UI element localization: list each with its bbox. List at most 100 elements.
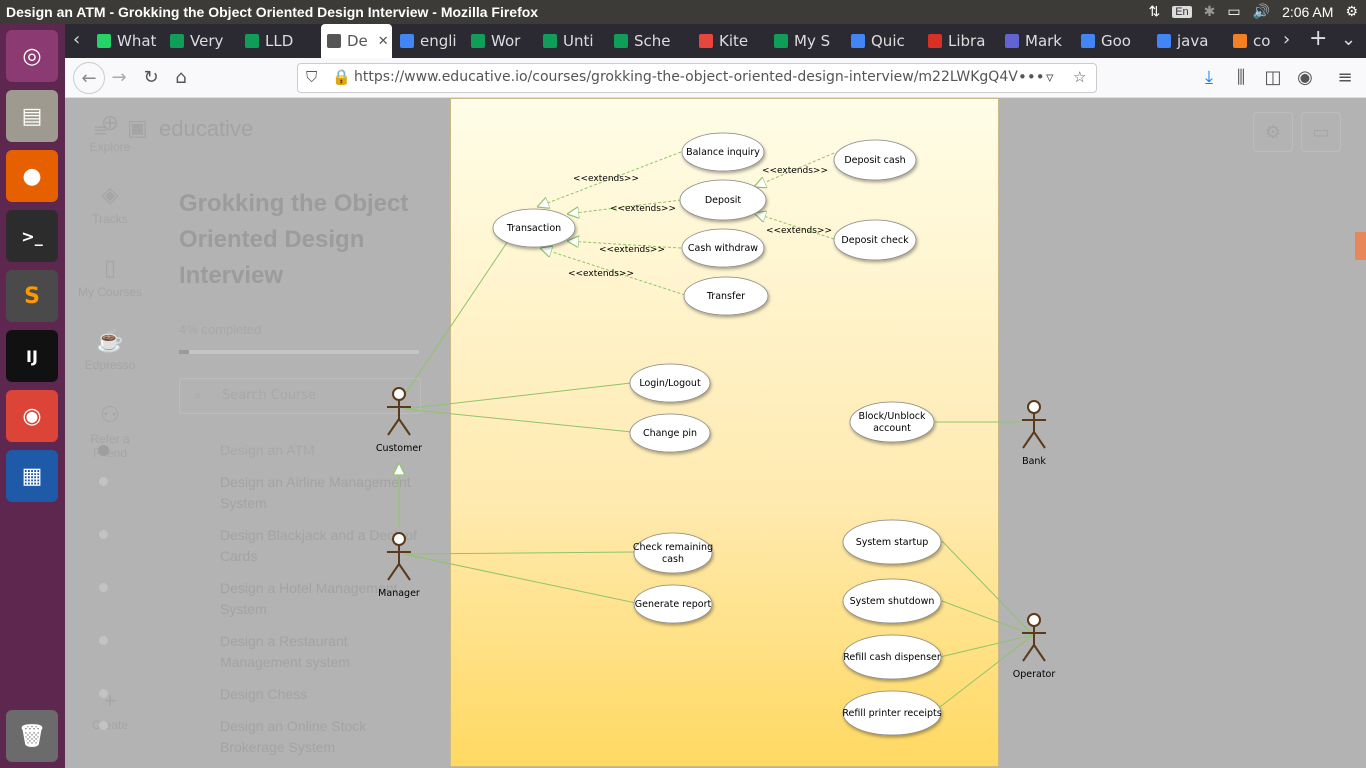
url-bar[interactable]: ⛉ 🔒 https://www.educative.io/courses/gro… (297, 63, 1097, 93)
browser-tab[interactable]: Quic (849, 28, 920, 54)
lesson-link[interactable]: Design Chess (220, 686, 308, 702)
browser-tab[interactable]: co (1231, 28, 1270, 54)
browser-tab[interactable]: Libra (926, 28, 997, 54)
nav-edpresso[interactable]: ☕Edpresso (65, 328, 155, 372)
file-manager-icon[interactable]: ▤ (6, 90, 58, 142)
volume-icon[interactable]: 🔊 (1252, 3, 1271, 19)
nav-refer-a-friend[interactable]: ⚇Refer a Friend (65, 402, 155, 460)
cash-withdraw-label: Cash withdraw (688, 243, 758, 254)
power-gear-icon[interactable]: ⚙ (1345, 3, 1358, 19)
actor-figures (387, 387, 1046, 662)
educative-icon (327, 34, 341, 48)
feedback-tab[interactable] (1355, 232, 1366, 260)
bookmark-star-icon[interactable]: ☆ (1073, 68, 1087, 86)
lesson-link[interactable]: Design an Airline Management System (220, 474, 411, 511)
login-logout-use-case (629, 363, 711, 403)
firefox-icon[interactable]: ● (6, 150, 58, 202)
manager-check-cash-association (403, 551, 635, 555)
menu-icon[interactable]: ≡ (1337, 66, 1353, 88)
close-tab-icon[interactable]: ✕ (377, 33, 389, 49)
browser-tab[interactable]: Mark (1003, 28, 1073, 54)
sidebar-toggle-icon[interactable]: ◫ (1264, 66, 1282, 88)
browser-tab[interactable]: Unti (541, 28, 606, 54)
browser-tab[interactable]: engli (398, 28, 463, 54)
brand-name[interactable]: educative (159, 116, 254, 141)
block-unblock-use-case (849, 401, 935, 443)
nav-my-courses[interactable]: ▯My Courses (65, 255, 155, 299)
page-actions-icon[interactable]: ••• (1018, 68, 1045, 86)
sheets-icon (471, 34, 485, 48)
library-icon[interactable]: ⫼ (1236, 66, 1246, 88)
lesson-link[interactable]: Design an Online Stock Brokerage System (220, 718, 367, 755)
back-button[interactable]: ← (73, 62, 105, 94)
customer-label: Customer (376, 443, 422, 454)
balance-extends-line (537, 151, 682, 207)
tab-list-icon[interactable]: ⌄ (1341, 29, 1357, 50)
trash-icon[interactable]: 🗑 (6, 710, 58, 762)
generate-report-label: Generate report (635, 599, 712, 610)
system-top-bar: Design an ATM - Grokking the Object Orie… (0, 0, 1366, 24)
browser-tab[interactable]: Goo (1079, 28, 1149, 54)
clock[interactable]: 2:06 AM (1282, 3, 1334, 20)
nav-tracks[interactable]: ◈Tracks (65, 182, 155, 226)
coffee-icon: ☕ (96, 328, 124, 353)
downloads-icon[interactable]: ⤓ (1205, 66, 1213, 88)
browser-tab[interactable]: De ✕ (321, 24, 392, 58)
lesson-link[interactable]: Design a Hotel Management System (220, 580, 398, 617)
reload-button[interactable]: ↻ (143, 66, 159, 88)
battery-icon[interactable]: ▭ (1227, 3, 1241, 19)
block-unblock-label-line2: account (873, 423, 911, 434)
tab-label: My S (794, 32, 831, 50)
tab-scroll-right-icon[interactable]: › (1283, 29, 1291, 50)
tab-label: Goo (1101, 32, 1131, 50)
browser-tab[interactable]: Kite (697, 28, 766, 54)
pocket-icon[interactable]: ▿ (1046, 68, 1054, 86)
bluetooth-icon[interactable]: ✱ (1203, 3, 1216, 19)
sheets-icon (543, 34, 557, 48)
network-transfer-icon[interactable]: ⇅ (1148, 3, 1161, 19)
settings-gear-icon[interactable]: ⚙ (1253, 112, 1293, 152)
browser-tab[interactable]: LLD (243, 28, 315, 54)
browser-tab[interactable]: What (95, 28, 162, 54)
block-unblock-label-line1: Block/Unblock (858, 411, 926, 422)
new-tab-icon[interactable]: + (1309, 26, 1328, 51)
intellij-icon[interactable]: IJ (6, 330, 58, 382)
tab-label: Sche (634, 32, 671, 50)
use-case-diagram: <<extends>> <<extends>> <<extends>> <<ex… (376, 98, 1055, 767)
url-text[interactable]: https://www.educative.io/courses/grokkin… (354, 69, 1018, 85)
browser-tab[interactable]: My S (772, 28, 843, 54)
hamburger-menu-icon[interactable]: ≡ (93, 120, 109, 141)
deposit-check-label: Deposit check (841, 235, 909, 246)
terminal-icon[interactable]: >_ (6, 210, 58, 262)
keyboard-layout-indicator[interactable]: En (1172, 5, 1192, 18)
lesson-link[interactable]: Design Blackjack and a Deck of Cards (220, 527, 417, 564)
deposit-label: Deposit (705, 195, 742, 206)
nav-explore[interactable]: ⊕Explore (65, 110, 155, 154)
tracking-shield-icon[interactable]: ⛉ (306, 68, 318, 86)
customer-login-association (403, 382, 632, 410)
browser-tab[interactable]: java (1155, 28, 1225, 54)
ubuntu-logo-icon[interactable]: ◎ (6, 30, 58, 82)
tab-scroll-left-icon[interactable]: ‹ (73, 29, 81, 50)
educative-logo-icon[interactable]: ▣ (127, 116, 148, 141)
browser-tab[interactable]: Wor (469, 28, 535, 54)
tab-label: De (347, 32, 368, 50)
chrome-icon[interactable]: ◉ (6, 390, 58, 442)
browser-tab[interactable]: Sche (612, 28, 691, 54)
book-icon: ▯ (103, 255, 117, 280)
writer-document-icon[interactable]: ▦ (6, 450, 58, 502)
progress-bar-fill (179, 350, 189, 354)
search-course-input[interactable]: ⌕Search Course (179, 378, 421, 414)
lock-icon[interactable]: 🔒 (332, 68, 351, 86)
home-button[interactable]: ⌂ (175, 66, 187, 88)
association-lines (399, 240, 1034, 708)
sublime-text-icon[interactable]: S (6, 270, 58, 322)
lesson-link[interactable]: Design an ATM (220, 442, 315, 458)
browser-tab[interactable]: Very (168, 28, 237, 54)
account-icon[interactable]: ◉ (1297, 66, 1313, 88)
nav-create[interactable]: +Create (65, 688, 155, 732)
google-icon (400, 34, 414, 48)
lesson-link[interactable]: Design a Restaurant Management system (220, 633, 350, 670)
notes-icon[interactable]: ▭ (1301, 112, 1341, 152)
forward-button[interactable]: → (111, 66, 127, 88)
